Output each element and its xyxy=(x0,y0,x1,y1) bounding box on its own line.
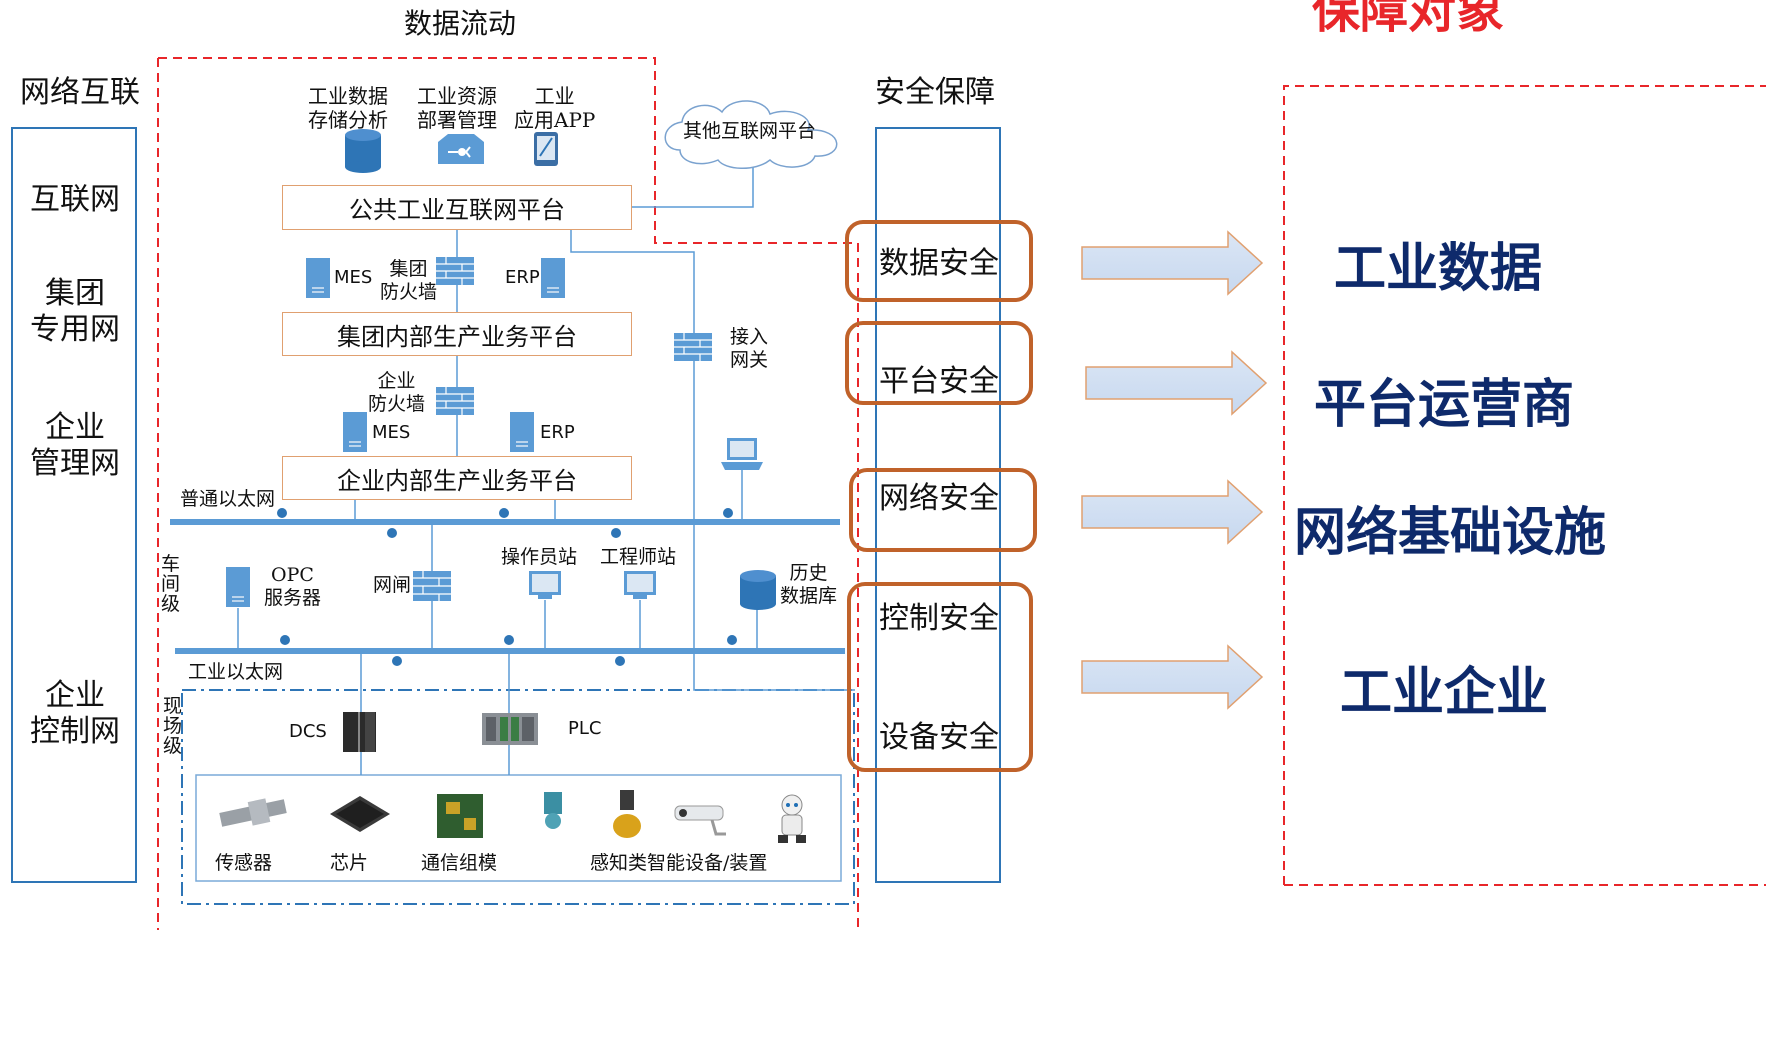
storage-label: 工业数据 存储分析 xyxy=(308,84,388,132)
gateway-label: 接入 网关 xyxy=(730,326,769,371)
ethernet-label: 普通以太网 xyxy=(180,488,276,510)
field-level-label: 现 场 级 xyxy=(163,695,183,757)
operator-station-label: 操作员站 xyxy=(501,546,578,568)
network-security-label: 网络安全 xyxy=(879,481,999,516)
enterprise-platform-label: 企业内部生产业务平台 xyxy=(337,466,577,495)
industrial-ethernet-bus xyxy=(175,648,845,654)
erp-label: ERP xyxy=(505,267,540,288)
smart-device-icon xyxy=(544,790,806,843)
plc-icon xyxy=(482,713,538,745)
data-security-box xyxy=(845,220,1033,302)
history-database-icon xyxy=(740,570,776,610)
platform-security-box xyxy=(845,321,1033,405)
data-security-label: 数据安全 xyxy=(879,246,999,281)
laptop-icon xyxy=(721,438,763,470)
group-firewall-label: 集团 防火墙 xyxy=(380,258,438,303)
device-frame xyxy=(195,774,842,882)
sensor-icon xyxy=(219,798,287,827)
security-column-frame xyxy=(875,127,1001,883)
public-platform: 公共工业互联网平台 xyxy=(282,185,632,230)
security-header: 安全保障 xyxy=(875,75,995,110)
plc-label: PLC xyxy=(568,718,602,739)
target-industrial-enterprise: 工业企业 xyxy=(1340,663,1549,723)
deploy-icon xyxy=(438,134,484,164)
deploy-label: 工业资源 部署管理 xyxy=(417,84,497,132)
enterprise-platform: 企业内部生产业务平台 xyxy=(282,456,632,500)
dcs-label: DCS xyxy=(289,721,327,742)
cloud-icon xyxy=(664,100,838,169)
ethernet-bus xyxy=(170,519,840,525)
enterprise-firewall-label: 企业 防火墙 xyxy=(368,370,426,415)
public-platform-label: 公共工业互联网平台 xyxy=(349,196,565,224)
mes-label: MES xyxy=(372,422,411,443)
dcs-icon xyxy=(343,712,376,752)
app-label: 工业 应用APP xyxy=(514,84,596,132)
chip-icon xyxy=(330,796,390,832)
database-icon xyxy=(345,129,381,173)
network-column-frame xyxy=(11,127,137,883)
opc-label: OPC 服务器 xyxy=(264,564,322,609)
app-icon xyxy=(534,132,558,166)
target-platform-operator: 平台运营商 xyxy=(1314,375,1575,435)
internet-label: 互联网 xyxy=(30,182,120,217)
workshop-level-label: 车 间 级 xyxy=(161,553,181,615)
comm-module-label: 通信组模 xyxy=(421,852,498,874)
chip-label: 芯片 xyxy=(330,852,369,874)
targets-header: 保障对象 xyxy=(1312,0,1505,39)
targets-frame xyxy=(1283,85,1766,885)
industrial-ethernet-label: 工业以太网 xyxy=(188,661,284,683)
smart-device-label: 感知类智能设备/装置 xyxy=(590,852,768,874)
group-network-label: 集团 专用网 xyxy=(30,276,120,347)
arrow-icon xyxy=(1081,230,1268,710)
netgate-label: 网闸 xyxy=(373,574,412,596)
sensor-label: 传感器 xyxy=(215,852,273,874)
group-platform: 集团内部生产业务平台 xyxy=(282,312,632,356)
mes-label: MES xyxy=(334,267,373,288)
platform-security-label: 平台安全 xyxy=(879,364,999,399)
cloud-label: 其他互联网平台 xyxy=(683,120,817,142)
field-level-frame xyxy=(181,689,855,905)
target-network-infrastructure: 网络基础设施 xyxy=(1294,503,1607,563)
erp-label: ERP xyxy=(540,422,575,443)
network-security-box xyxy=(849,468,1037,552)
engineer-station-label: 工程师站 xyxy=(600,546,677,568)
comm-module-icon xyxy=(437,794,483,838)
control-device-security-box xyxy=(847,582,1033,772)
management-network-label: 企业 管理网 xyxy=(30,410,120,481)
control-network-label: 企业 控制网 xyxy=(30,678,120,749)
target-industrial-data: 工业数据 xyxy=(1334,239,1543,299)
workstation-icon xyxy=(529,571,656,599)
group-platform-label: 集团内部生产业务平台 xyxy=(337,322,577,351)
network-header: 网络互联 xyxy=(20,75,140,110)
history-db-label: 历史 数据库 xyxy=(780,562,838,607)
data-flow-header: 数据流动 xyxy=(404,7,517,40)
device-security-label: 设备安全 xyxy=(879,720,999,755)
control-security-label: 控制安全 xyxy=(879,601,999,636)
